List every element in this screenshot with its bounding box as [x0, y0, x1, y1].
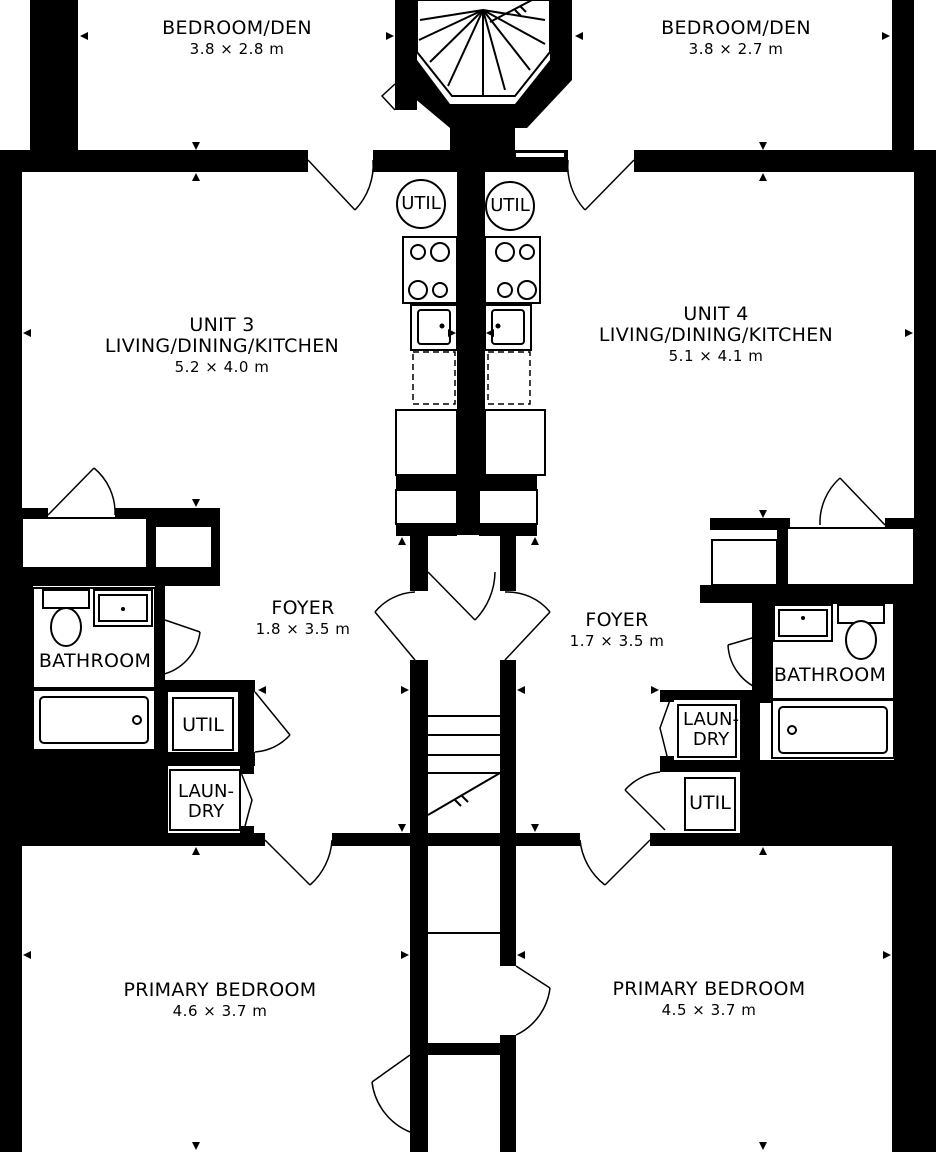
room-dimensions: 5.1 × 4.1 m — [668, 346, 764, 365]
laundry-line1: LAUN- — [178, 781, 234, 802]
wall-lower-right — [650, 833, 936, 846]
unit3-kitchen — [395, 179, 458, 536]
unit4-kitchen — [478, 181, 546, 536]
stair-core-shell — [395, 60, 572, 128]
dimension-arrows — [23, 32, 913, 1150]
primary-bedroom-right-label: PRIMARY BEDROOM 4.5 × 3.7 m — [613, 979, 806, 1018]
central-party-wall — [457, 150, 485, 535]
wall-upper-left — [0, 150, 308, 172]
laundry-line2: DRY — [187, 800, 225, 822]
foyer-left-label: FOYER 1.8 × 3.5 m — [256, 598, 351, 637]
room-name: LIVING/DINING/KITCHEN — [598, 323, 834, 346]
foyer-right-label: FOYER 1.7 × 3.5 m — [570, 610, 665, 649]
primary-right-door — [579, 839, 651, 886]
room-name: PRIMARY BEDROOM — [123, 979, 317, 1001]
room-name: FOYER — [585, 609, 649, 631]
primary-bedroom-left-label: PRIMARY BEDROOM 4.6 × 3.7 m — [124, 980, 317, 1019]
unit3-living-label: UNIT 3 LIVING/DINING/KITCHEN 5.2 × 4.0 m — [105, 315, 339, 375]
room-name: LIVING/DINING/KITCHEN — [104, 334, 340, 357]
den-left-door — [307, 159, 374, 211]
room-dimensions: 4.6 × 3.7 m — [172, 1001, 268, 1020]
stair-small-door — [380, 83, 396, 111]
room-dimensions: 5.2 × 4.0 m — [174, 357, 270, 376]
room-dimensions: 3.8 × 2.8 m — [189, 39, 285, 58]
central-corridor — [371, 536, 551, 1152]
util-closet-right-label: UTIL — [689, 792, 731, 814]
room-dimensions: 1.8 × 3.5 m — [255, 619, 351, 638]
room-name: BATHROOM — [38, 650, 152, 672]
unit-name: UNIT 4 — [683, 303, 749, 325]
laundry-left-label: LAUN- DRY — [178, 782, 234, 822]
wall-lower-mid — [332, 833, 580, 846]
room-name: BEDROOM/DEN — [661, 17, 811, 39]
room-name: FOYER — [271, 597, 335, 619]
bathroom-left-label: BATHROOM — [39, 651, 151, 672]
unit4-bathroom — [727, 602, 914, 846]
wall-lower-left — [0, 833, 265, 846]
room-dimensions: 1.7 × 3.5 m — [569, 631, 665, 650]
unit3-util-laundry — [155, 680, 291, 846]
util-circle-left-label: UTIL — [401, 193, 441, 214]
room-name: PRIMARY BEDROOM — [612, 978, 806, 1000]
bedroom-den-left-label: BEDROOM/DEN 3.8 × 2.8 m — [162, 18, 312, 57]
room-dimensions: 4.5 × 3.7 m — [661, 1000, 757, 1019]
unit4-util-laundry — [624, 690, 760, 846]
room-dimensions: 3.8 × 2.7 m — [688, 39, 784, 58]
stair-threshold — [514, 151, 566, 159]
bathroom-right-label: BATHROOM — [774, 665, 886, 686]
spiral-stair — [416, 0, 551, 97]
unit4-closet-block — [700, 477, 936, 603]
bedroom-den-right-label: BEDROOM/DEN 3.8 × 2.7 m — [661, 18, 811, 57]
laundry-right-label: LAUN- DRY — [683, 710, 739, 750]
top-left-wall — [30, 0, 78, 150]
den-right-door — [566, 159, 635, 211]
top-right-wall — [892, 0, 914, 150]
lower-right-wall — [892, 846, 936, 1152]
unit4-living-label: UNIT 4 LIVING/DINING/KITCHEN 5.1 × 4.1 m — [599, 304, 833, 364]
util-circle-right-label: UTIL — [490, 195, 530, 216]
room-name: BEDROOM/DEN — [162, 17, 312, 39]
util-closet-left-label: UTIL — [182, 714, 224, 736]
unit3-closet-block — [0, 467, 220, 586]
laundry-line1: LAUN- — [683, 709, 739, 730]
room-name: BATHROOM — [773, 664, 887, 686]
primary-left-door — [264, 839, 333, 886]
unit-name: UNIT 3 — [189, 314, 255, 336]
laundry-line2: DRY — [692, 728, 730, 750]
unit3-bathroom — [0, 578, 201, 846]
wall-upper-right — [634, 150, 936, 172]
